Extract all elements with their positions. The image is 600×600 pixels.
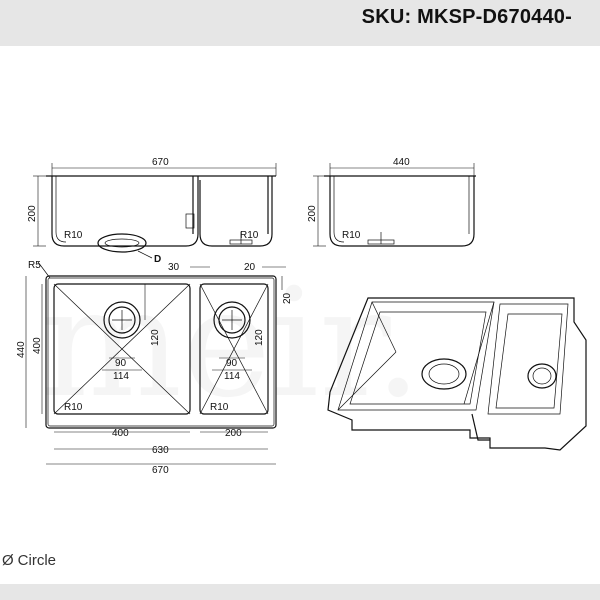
header-bar: SKU: MKSP-D670440-	[0, 0, 600, 46]
small-outer-diameter: 114	[224, 371, 240, 382]
large-bowl-width: 400	[112, 428, 129, 439]
watermark-text: meir.	[40, 257, 422, 431]
corner-radius-label: R5	[28, 260, 41, 271]
edge-top-label: 20	[282, 292, 293, 304]
side-height-label: 200	[307, 205, 318, 222]
inner-total-width: 630	[152, 445, 169, 456]
large-inner-diameter: 90	[115, 358, 127, 369]
side-width-label: 440	[393, 157, 410, 168]
isometric-view	[327, 297, 587, 451]
side-view: 440 200 R10	[307, 157, 476, 247]
side-radius-label: R10	[342, 230, 361, 241]
small-bowl-width: 200	[225, 428, 242, 439]
large-bowl-radius: R10	[64, 402, 83, 413]
small-inner-diameter: 90	[226, 358, 238, 369]
drain-label: D	[154, 254, 161, 265]
front-width-label: 670	[152, 157, 169, 168]
circle-symbol-icon: Ø	[2, 552, 14, 569]
front-height-label: 200	[27, 205, 38, 222]
front-radius-right: R10	[240, 230, 259, 241]
front-view: 670 200 R10 R10 D	[27, 157, 277, 265]
small-bowl-radius: R10	[210, 402, 229, 413]
footer-bar	[0, 584, 600, 600]
divider-width-label: 30	[168, 262, 180, 273]
small-waste-depth: 120	[254, 329, 265, 346]
large-waste-depth: 120	[150, 329, 161, 346]
outer-total-width: 670	[152, 465, 169, 476]
legend-label: Circle	[17, 552, 57, 569]
edge-right-label: 20	[244, 262, 256, 273]
outer-height-label: 440	[16, 341, 27, 358]
large-outer-diameter: 114	[113, 371, 129, 382]
bowl-height-label: 400	[32, 337, 43, 354]
top-view: R5 120 90 114 R10 120 90 114 R10 30	[16, 260, 293, 476]
sku-label: SKU: MKSP-D670440-	[361, 6, 572, 28]
front-radius-left: R10	[64, 230, 83, 241]
